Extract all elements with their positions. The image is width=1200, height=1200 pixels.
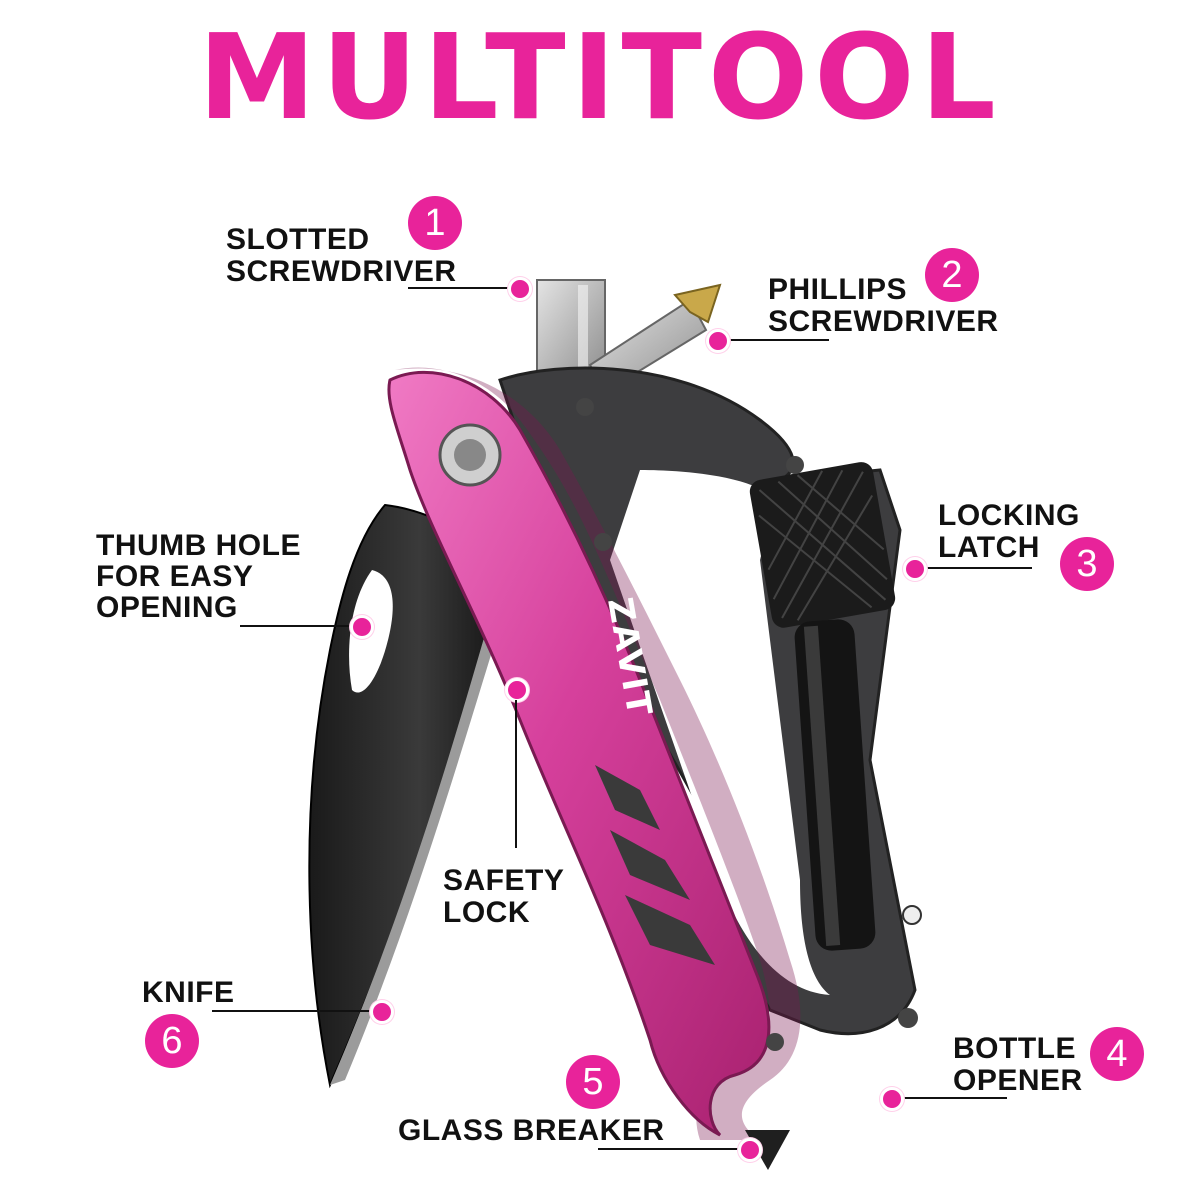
label-thumb-line3: OPENING — [96, 591, 238, 624]
leader-line — [515, 700, 517, 848]
leader-line — [922, 567, 1032, 569]
callout-dot — [738, 1138, 762, 1162]
callout-dot — [880, 1087, 904, 1111]
badge-4: 4 — [1090, 1027, 1144, 1081]
label-safety-line2: LOCK — [443, 896, 530, 929]
callout-dot — [903, 557, 927, 581]
label-slotted-line2: SCREWDRIVER — [226, 255, 457, 288]
badge-2: 2 — [925, 248, 979, 302]
label-phillips-line2: SCREWDRIVER — [768, 305, 999, 338]
label-slotted-line1: SLOTTED — [226, 223, 370, 256]
label-bottle-line2: OPENER — [953, 1064, 1083, 1097]
badge-6: 6 — [145, 1014, 199, 1068]
locking-latch — [749, 462, 896, 951]
leader-line — [725, 339, 829, 341]
callout-dot — [505, 678, 529, 702]
label-thumb-line1: THUMB HOLE — [96, 529, 301, 562]
leader-line — [212, 1010, 372, 1012]
callout-dot — [370, 1000, 394, 1024]
callout-dot — [350, 615, 374, 639]
label-bottle-line1: BOTTLE — [953, 1032, 1076, 1065]
pink-handle: ZAVIT — [387, 367, 922, 1140]
page-title: MULTITOOL — [198, 8, 1002, 146]
label-thumb-line2: FOR EASY — [96, 560, 254, 593]
callout-dot — [508, 277, 532, 301]
leader-line — [903, 1097, 1007, 1099]
label-glass-breaker: GLASS BREAKER — [398, 1114, 665, 1147]
label-phillips-line1: PHILLIPS — [768, 273, 908, 306]
label-latch-line2: LATCH — [938, 531, 1040, 564]
label-knife: KNIFE — [142, 976, 235, 1009]
leader-line — [598, 1148, 740, 1150]
callout-dot — [706, 329, 730, 353]
label-latch-line1: LOCKING — [938, 499, 1080, 532]
badge-5: 5 — [566, 1055, 620, 1109]
badge-1: 1 — [408, 196, 462, 250]
leader-line — [408, 287, 512, 289]
leader-line — [240, 625, 352, 627]
label-safety-line1: SAFETY — [443, 864, 565, 897]
badge-3: 3 — [1060, 537, 1114, 591]
